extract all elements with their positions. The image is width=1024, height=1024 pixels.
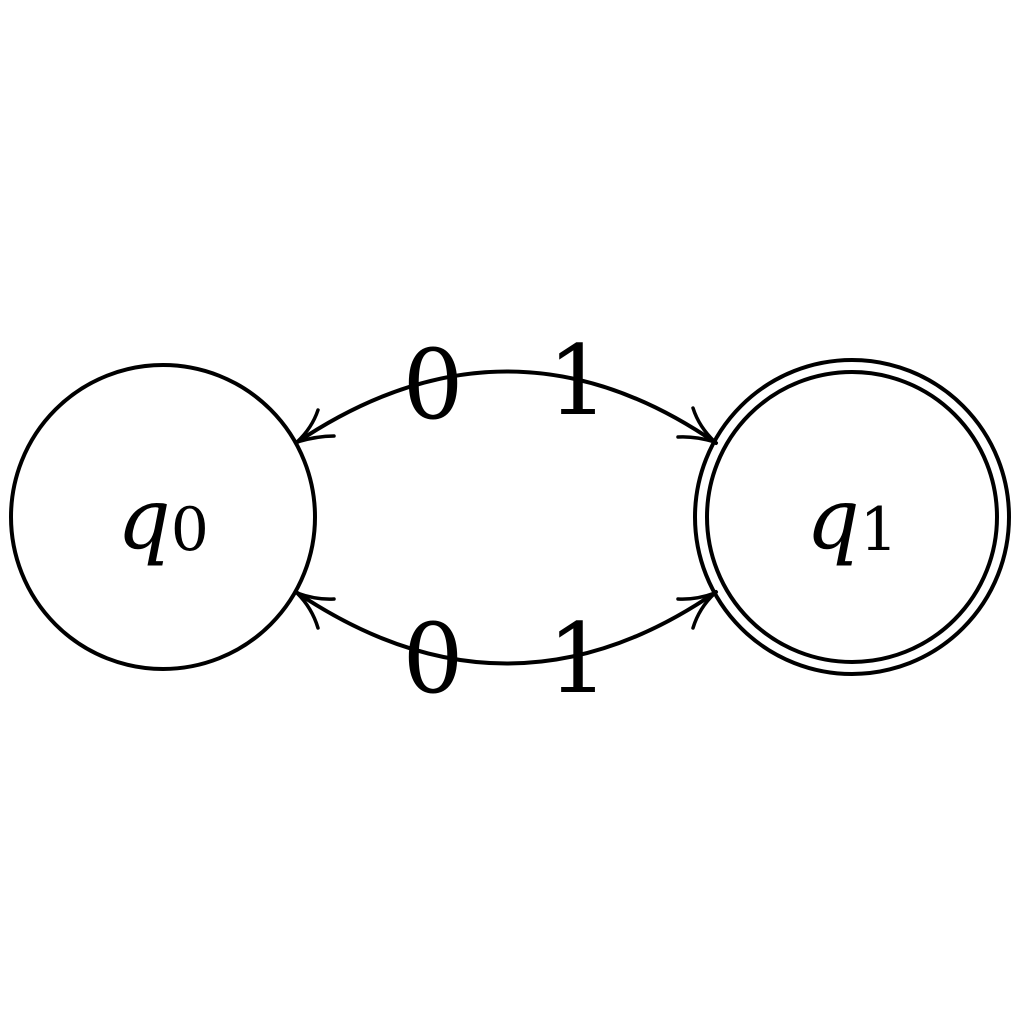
state-q1-letter: q [806,470,860,568]
edge-bottom-arc [294,590,718,666]
edge-label-bottom-0: 0 [402,603,463,715]
arrowhead-top-to-q1 [676,406,717,444]
arrowhead-bottom-to-q0 [295,591,336,630]
arrowhead-bottom-to-q1 [676,591,717,630]
state-q0-circle [9,363,317,671]
edge-label-bottom-1: 1 [547,603,608,715]
state-q1-subscript: 1 [860,495,898,565]
state-q1-label: q1 [806,470,898,568]
state-q0-label: q0 [117,470,209,568]
edge-label-top-0: 0 [402,329,463,441]
state-q1[interactable]: q1 [693,358,1011,676]
state-q0-subscript: 0 [171,495,209,565]
edge-label-top-1: 1 [547,325,608,437]
edge-top-arc [294,369,718,445]
state-q0[interactable]: q0 [9,363,317,671]
arrowhead-top-to-q0 [295,408,336,444]
state-q0-letter: q [117,470,171,568]
state-q1-outer-circle [693,358,1011,676]
state-q1-inner-circle [705,370,999,664]
